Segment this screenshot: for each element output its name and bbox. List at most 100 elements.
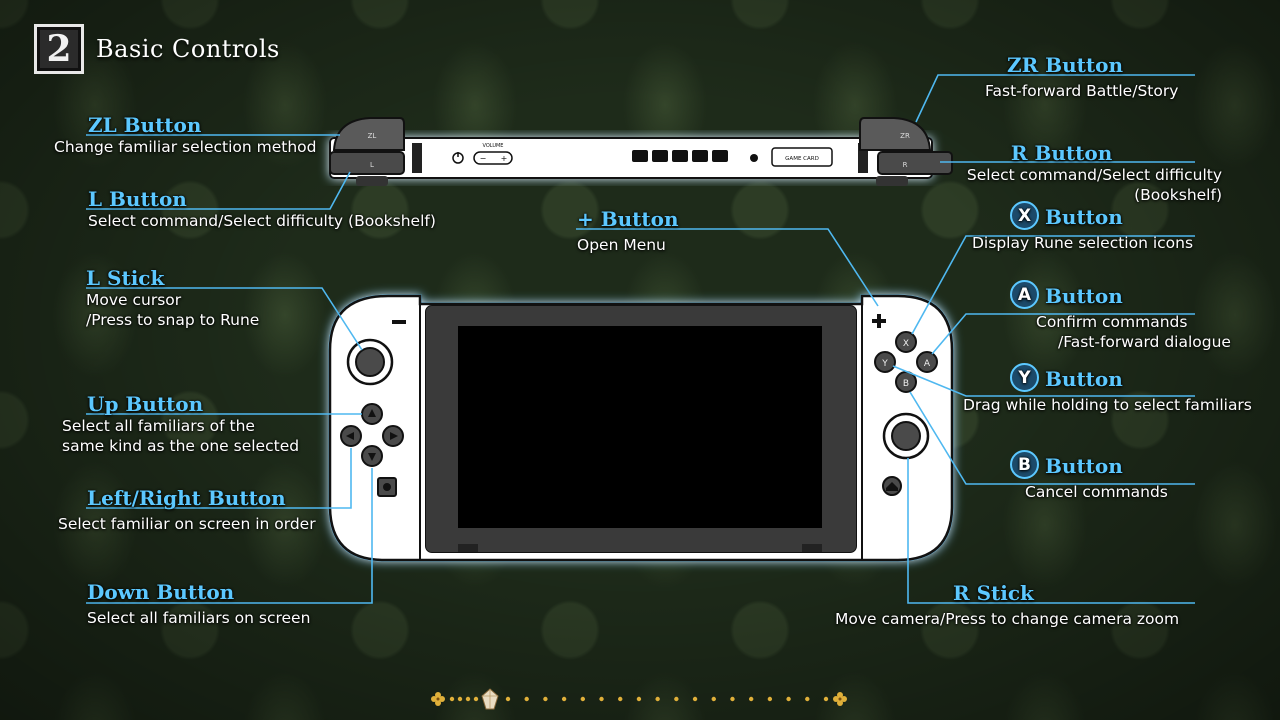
b-button-name: Button: [1045, 454, 1123, 478]
pager-dot: [636, 696, 642, 702]
a-button-desc-1: Confirm commands: [1036, 313, 1188, 331]
r-button-label: R Button Select command/Select difficult…: [967, 141, 1222, 205]
svg-text:A: A: [924, 359, 931, 369]
dpad-left-icon: [340, 425, 362, 447]
a-button-name: Button: [1045, 284, 1123, 308]
pager-dots-right: [505, 696, 829, 702]
plus-button-label: + Button Open Menu: [577, 207, 679, 255]
crystal-icon: [481, 688, 499, 710]
pager-dots-left: [449, 696, 479, 702]
zr-shoulder: ZR R: [859, 117, 953, 186]
flower-left-icon: [431, 692, 445, 706]
pager-dot: [674, 696, 679, 702]
pager-dot: [543, 696, 548, 702]
l-button-desc: Select command/Select difficulty (Booksh…: [88, 212, 436, 230]
flower-right-icon: [833, 692, 847, 706]
a-face-icon: A: [916, 351, 938, 373]
pager-dot: [473, 696, 479, 702]
x-button-name: Button: [1045, 205, 1123, 229]
vents: [632, 150, 728, 162]
l-stick-desc-2: /Press to snap to Rune: [86, 311, 260, 329]
game-card-text: GAME CARD: [785, 156, 819, 162]
left-right-button-label: Left/Right Button Select familiar on scr…: [58, 486, 316, 534]
pager-dot: [599, 696, 604, 702]
zl-button-desc: Change familiar selection method: [54, 138, 317, 156]
down-button-name: Down Button: [87, 580, 235, 604]
pager-dot: [805, 696, 810, 702]
up-button-desc-2: same kind as the one selected: [62, 437, 300, 455]
y-button-icon: Y: [1010, 363, 1039, 392]
zl-button-label: ZL Button Change familiar selection meth…: [54, 113, 317, 157]
l-text: L: [370, 161, 374, 169]
x-button-icon: X: [1010, 201, 1039, 230]
x-button-desc: Display Rune selection icons: [972, 234, 1194, 252]
l-button-name: L Button: [88, 187, 187, 211]
leader-lines: [86, 74, 1195, 604]
console-top-view: ZL L ZR R VOLUME − + GAME CARD: [329, 117, 953, 186]
console-front-view: X Y A B: [328, 294, 954, 562]
volume-rocker: [473, 151, 513, 165]
up-button-label: Up Button Select all familiars of the sa…: [62, 392, 299, 456]
pager-dot: [465, 696, 471, 702]
r-button-desc-1: Select command/Select difficulty: [966, 166, 1222, 184]
zl-text: ZL: [368, 132, 377, 140]
page-header: 2 Basic Controls: [34, 24, 280, 74]
dpad-up-icon: [361, 403, 383, 425]
svg-text:B: B: [903, 379, 909, 389]
dpad-down-icon: [361, 445, 383, 467]
game-card-slot: [771, 147, 833, 167]
console-screen: [458, 326, 822, 528]
plus-button-desc: Open Menu: [577, 236, 666, 254]
y-face-icon: Y: [874, 351, 896, 373]
b-button-icon: B: [1010, 450, 1039, 479]
svg-text:−: −: [480, 154, 487, 163]
l-button-label: L Button Select command/Select difficult…: [88, 187, 436, 231]
minus-icon: [392, 320, 406, 324]
zl-button-name: ZL Button: [88, 113, 202, 137]
x-face-icon: X: [895, 331, 917, 353]
pager-dot: [449, 696, 455, 702]
volume-text: VOLUME: [483, 143, 504, 149]
pager-dot: [748, 696, 754, 702]
pager-dot: [730, 696, 735, 702]
pager-dot: [655, 696, 660, 702]
l-stick-desc-1: Move cursor: [86, 291, 182, 309]
y-button-desc: Drag while holding to select familiars: [963, 396, 1252, 414]
zr-button-label: ZR Button Fast-forward Battle/Story: [985, 53, 1178, 101]
r-text: R: [903, 161, 908, 169]
left-right-button-name: Left/Right Button: [87, 486, 286, 510]
dpad-right-icon: [382, 425, 404, 447]
r-stick-name: R Stick: [953, 581, 1034, 605]
plus-button-name: + Button: [577, 207, 679, 231]
pager-dot: [580, 696, 586, 702]
r-button-name: R Button: [1010, 141, 1113, 165]
svg-text:+: +: [501, 154, 508, 163]
pager-dot: [711, 696, 716, 702]
left-right-button-desc: Select familiar on screen in order: [58, 515, 316, 533]
r-stick-label: R Stick Move camera/Press to change came…: [835, 581, 1179, 629]
l-stick-icon: [346, 338, 394, 386]
l-stick-label: L Stick Move cursor /Press to snap to Ru…: [86, 266, 259, 330]
a-button-desc-2: /Fast-forward dialogue: [1058, 333, 1231, 351]
pager-dot: [692, 696, 698, 702]
svg-text:Y: Y: [881, 359, 888, 369]
zl-shoulder: ZL L: [329, 117, 405, 186]
down-button-desc: Select all familiars on screen: [87, 609, 311, 627]
home-icon: [882, 476, 902, 496]
a-button-icon: A: [1010, 280, 1039, 309]
zr-button-name: ZR Button: [1007, 53, 1123, 77]
capture-icon: [377, 477, 397, 497]
page-title: Basic Controls: [96, 35, 280, 63]
b-button-desc: Cancel commands: [1025, 483, 1168, 501]
plus-icon: [872, 314, 886, 328]
pager-dot: [823, 696, 829, 702]
l-stick-name: L Stick: [86, 266, 165, 290]
pager-dot: [505, 696, 511, 702]
up-button-desc-1: Select all familiars of the: [62, 417, 255, 435]
pager-dot: [524, 696, 529, 702]
